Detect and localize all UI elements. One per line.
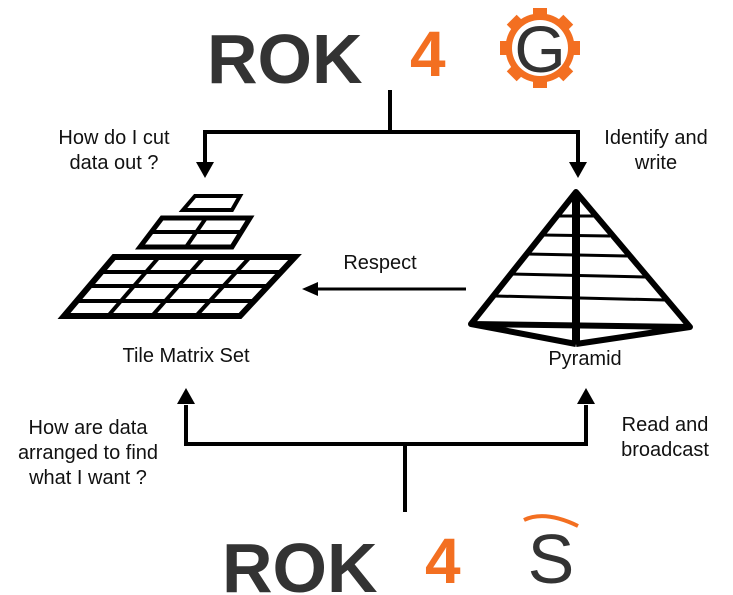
gear-icon (500, 8, 580, 88)
logo-top: ROK 4 G (207, 8, 580, 98)
arrowhead-down-left (196, 162, 214, 178)
arrowhead-left (302, 282, 318, 296)
bottom-connectors (184, 405, 588, 512)
label-read-broadcast: Read and broadcast (621, 414, 709, 461)
label-cut-question: How do I cut data out ? (58, 127, 170, 174)
arrowhead-up-right (577, 388, 595, 404)
arrowhead-up-left (177, 388, 195, 404)
arrowhead-down-right (569, 162, 587, 178)
logo-bottom-accent (523, 514, 579, 528)
logo-top-letter: G (514, 12, 565, 86)
logo-bottom: ROK 4 S (222, 514, 579, 595)
logo-top-word: ROK (207, 20, 363, 98)
logo-bottom-word: ROK (222, 529, 378, 595)
node-tile-matrix-set: Tile Matrix Set (122, 345, 250, 367)
label-respect: Respect (343, 252, 417, 274)
pyramid-icon (468, 189, 693, 347)
label-identify-write: Identify and write (604, 127, 708, 174)
logo-bottom-number: 4 (425, 525, 461, 595)
top-connectors (203, 90, 580, 168)
tile-matrix-icon (57, 194, 302, 319)
label-arranged-question: How are data arranged to find what I wan… (17, 417, 159, 489)
logo-bottom-letter: S (528, 520, 575, 595)
node-pyramid: Pyramid (548, 348, 622, 370)
logo-top-number: 4 (410, 18, 446, 90)
